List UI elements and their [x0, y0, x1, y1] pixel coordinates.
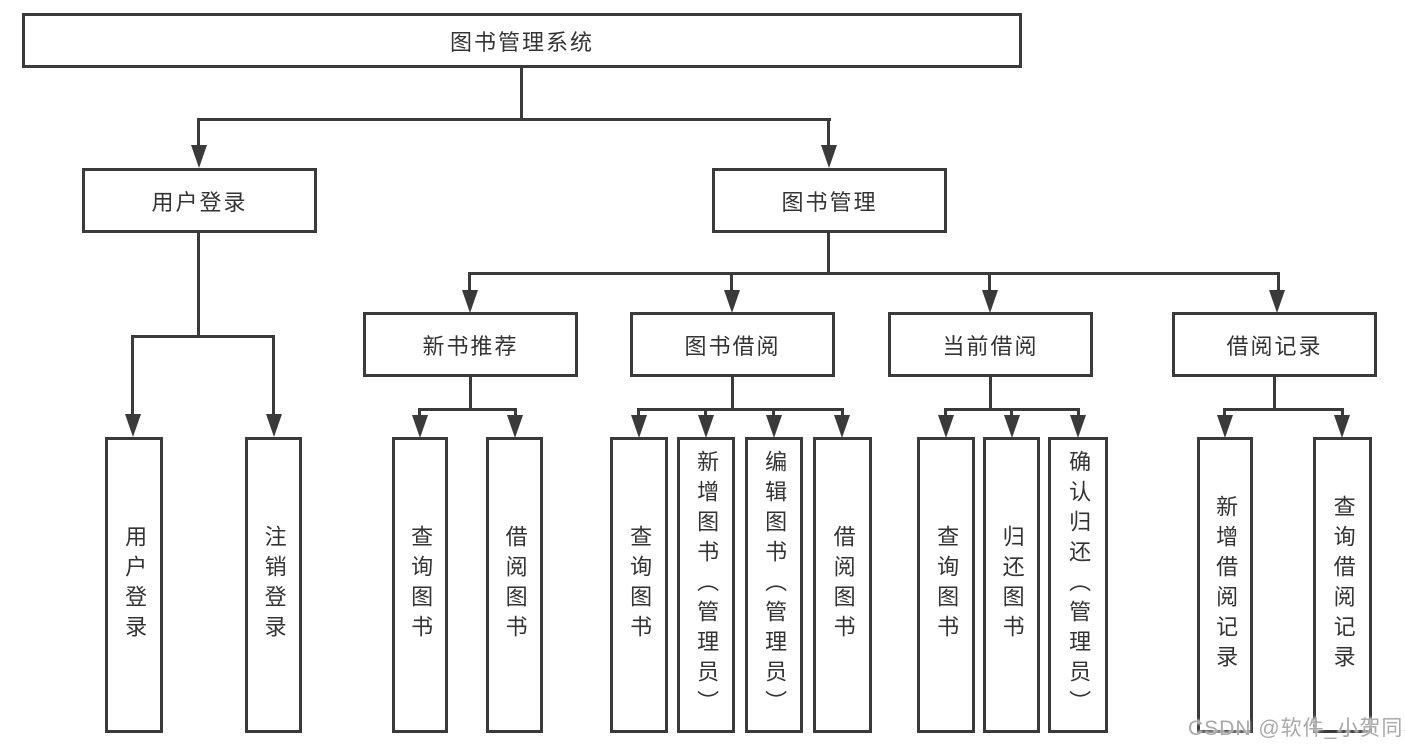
- arrowhead-down: [191, 145, 207, 168]
- connector-user-login-branch: [131, 335, 275, 338]
- arrowhead-down: [982, 290, 998, 313]
- leaf-borrow-books-recommend: 借阅图书: [486, 437, 543, 733]
- arrowhead-down: [698, 415, 714, 438]
- leaf-confirm-return-admin: 确认归还（管理员）: [1048, 437, 1108, 733]
- node-borrowing-records: 借阅记录: [1172, 312, 1377, 377]
- connector-group-branch: [1223, 408, 1344, 411]
- connector-leaf-drop: [841, 408, 844, 418]
- arrowhead-down: [1004, 415, 1020, 438]
- node-book-management-system: 图书管理系统: [22, 13, 1022, 68]
- connector-leaf-drop: [637, 408, 640, 418]
- arrowhead-down: [412, 415, 428, 438]
- node-new-book-recommendation: 新书推荐: [363, 312, 578, 377]
- connector-leaf-drop: [514, 408, 517, 418]
- connector-book-management-stem: [827, 231, 830, 274]
- arrowhead-down: [507, 415, 523, 438]
- leaf-add-borrow-record: 新增借阅记录: [1197, 437, 1253, 733]
- arrowhead-down: [821, 145, 837, 168]
- leaf-add-books-admin: 新增图书（管理员）: [677, 437, 735, 733]
- leaf-query-books-current: 查询图书: [917, 437, 975, 733]
- connector-group-stem: [469, 375, 472, 408]
- connector-group-branch: [637, 408, 844, 411]
- connector-leaf-drop: [1077, 408, 1080, 418]
- arrowhead-down: [724, 290, 740, 313]
- arrowhead-down: [938, 415, 954, 438]
- leaf-label: 新增借阅记录: [1213, 495, 1239, 675]
- leaf-label: 归还图书: [999, 525, 1025, 645]
- node-user-login: 用户登录: [82, 168, 317, 233]
- connector-book-management-drop: [827, 118, 830, 148]
- connector-leaf-drop: [131, 335, 134, 415]
- arrowhead-down: [1070, 415, 1086, 438]
- leaf-edit-books-admin: 编辑图书（管理员）: [745, 437, 803, 733]
- leaf-borrow-books-borrowing: 借阅图书: [813, 437, 872, 733]
- leaf-query-borrow-record: 查询借阅记录: [1313, 437, 1372, 733]
- connector-leaf-drop: [704, 408, 707, 418]
- arrowhead-down: [125, 414, 141, 437]
- leaf-label: 借阅图书: [502, 525, 528, 645]
- connector-leaf-drop: [1223, 408, 1226, 418]
- arrowhead-down: [1217, 415, 1233, 438]
- arrowhead-down: [834, 415, 850, 438]
- leaf-label: 用户登录: [122, 525, 148, 645]
- leaf-label: 注销登录: [261, 525, 287, 645]
- arrowhead-down: [1334, 415, 1350, 438]
- connector-level2-branch: [197, 118, 831, 121]
- leaf-logout: 注销登录: [245, 437, 302, 733]
- node-current-borrowing: 当前借阅: [888, 312, 1093, 377]
- connector-level3-drop: [1277, 272, 1280, 292]
- connector-level3-drop: [988, 272, 991, 292]
- arrowhead-down: [1269, 290, 1285, 313]
- connector-user-login-stem: [197, 231, 200, 335]
- connector-level3-branch: [468, 272, 1280, 275]
- arrowhead-down: [631, 415, 647, 438]
- connector-leaf-drop: [272, 335, 275, 415]
- leaf-label: 查询借阅记录: [1330, 495, 1356, 675]
- node-book-management: 图书管理: [712, 168, 947, 233]
- leaf-label: 新增图书（管理员）: [694, 450, 720, 720]
- connector-user-login-drop: [197, 118, 200, 148]
- leaf-label: 查询图书: [934, 525, 960, 645]
- connector-group-stem: [731, 375, 734, 408]
- leaf-label: 借阅图书: [830, 525, 856, 645]
- leaf-query-books-recommend: 查询图书: [392, 437, 448, 733]
- connector-leaf-drop: [772, 408, 775, 418]
- connector-level3-drop: [468, 272, 471, 292]
- leaf-label: 编辑图书（管理员）: [762, 450, 788, 720]
- arrowhead-down: [766, 415, 782, 438]
- connector-root-stem: [520, 66, 523, 120]
- arrowhead-down: [266, 414, 282, 437]
- watermark: CSDN @软件_小贺同学: [1188, 717, 1405, 740]
- leaf-user-login: 用户登录: [105, 437, 163, 733]
- leaf-return-books: 归还图书: [983, 437, 1040, 733]
- leaf-label: 查询图书: [408, 525, 434, 645]
- leaf-query-books-borrowing: 查询图书: [610, 437, 668, 733]
- connector-group-stem: [1273, 375, 1276, 408]
- connector-level3-drop: [730, 272, 733, 292]
- connector-group-stem: [989, 375, 992, 408]
- connector-leaf-drop: [1010, 408, 1013, 418]
- connector-leaf-drop: [418, 408, 421, 418]
- connector-group-branch: [418, 408, 517, 411]
- arrowhead-down: [462, 290, 478, 313]
- connector-leaf-drop: [1341, 408, 1344, 418]
- leaf-label: 查询图书: [627, 525, 653, 645]
- connector-leaf-drop: [944, 408, 947, 418]
- leaf-label: 确认归还（管理员）: [1066, 450, 1092, 720]
- node-book-borrowing: 图书借阅: [630, 312, 835, 377]
